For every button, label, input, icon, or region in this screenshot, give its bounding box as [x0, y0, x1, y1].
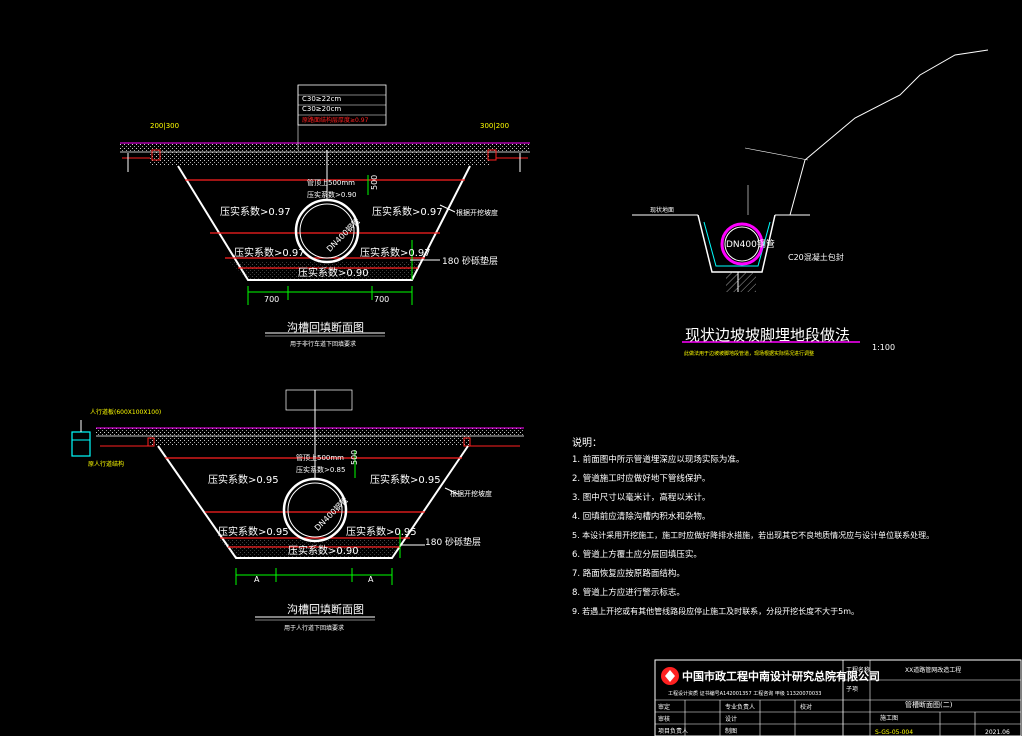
s1-pipe-note2: 压实系数>0.90 — [307, 190, 356, 199]
tb-row1-c: 校对 — [800, 703, 812, 711]
pipe-2 — [282, 477, 348, 543]
s2-comp-right-top: 压实系数>0.95 — [370, 473, 441, 486]
tb-row2-b: 设计 — [725, 715, 737, 723]
base-layer-1 — [150, 152, 490, 166]
s2-pipe-label: DN400钢管 — [312, 495, 350, 533]
drawing-date: 2021.06 — [985, 729, 1010, 736]
s1-comp-right-mid: 压实系数>0.97 — [360, 246, 431, 259]
slope-pipe-label: DN400钢管 — [726, 238, 775, 250]
s2-title: 沟槽回填断面图 — [287, 602, 364, 616]
tb-row1-b: 专业负责人 — [725, 703, 755, 711]
s1-comp-left-top: 压实系数>0.97 — [220, 205, 291, 218]
sub-label: 子项 — [846, 686, 858, 693]
notes-heading: 说明： — [572, 436, 602, 449]
s2-comp-left-top: 压实系数>0.95 — [208, 473, 279, 486]
project-label: 工程名称 — [846, 666, 870, 674]
slope-concrete-label: C20混凝土包封 — [788, 252, 844, 262]
title-block — [654, 659, 1022, 736]
tb-row1-a: 审定 — [658, 703, 670, 711]
s1-comp-right-top: 压实系数>0.97 — [372, 205, 443, 218]
stage: 施工图 — [880, 714, 898, 722]
s2-comp-bottom: 压实系数>0.90 — [288, 544, 359, 557]
pipe-3 — [720, 222, 764, 266]
note-item-1: 1. 前面图中所示管道埋深应以现场实际为准。 — [572, 454, 744, 465]
s1-dim-left: 700 — [264, 295, 279, 304]
drawing-name: 管槽断面图(二) — [905, 700, 953, 709]
s1-layer-red: 原路面结构层厚度≥0.97 — [302, 116, 369, 124]
slope-scale: 1:100 — [872, 343, 895, 352]
note-item-9: 9. 若遇上开挖或有其他管线路段应停止施工及时联系，分段开挖长度不大于5m。 — [572, 606, 859, 616]
s2-sand-label: 180 砂砾垫层 — [425, 536, 481, 548]
s1-layer2: C30≥20cm — [302, 105, 341, 113]
slope-ground-line — [804, 49, 989, 161]
slope-detail-drawing — [632, 49, 989, 343]
s2-pipe-note2: 压实系数>0.85 — [296, 465, 345, 474]
s1-comp-left-mid: 压实系数>0.97 — [234, 246, 305, 259]
s1-dim-top-left: 200|300 — [150, 122, 179, 130]
s2-subtitle: 用于人行道下回填要求 — [284, 624, 344, 632]
note-item-5: 5. 本设计采用开挖施工，施工时应做好降排水措施，若出现其它不良地质情况应与设计… — [572, 530, 934, 540]
s2-comp-left-mid: 压实系数>0.95 — [218, 525, 289, 538]
s2-pipe-note: 管顶上500mm — [296, 453, 344, 462]
tb-row3-a: 项目负责人 — [658, 727, 688, 735]
s2-comp-right-mid: 压实系数>0.95 — [346, 525, 417, 538]
section-2-drawing — [71, 389, 524, 621]
project-name: XX道路管网改造工程 — [905, 666, 961, 674]
s2-dim-h: 500 — [350, 450, 359, 465]
tb-row3-b: 制图 — [725, 727, 737, 735]
company-name: 中国市政工程中南设计研究总院有限公司 — [682, 669, 880, 683]
note-item-3: 3. 图中尺寸以毫米计，高程以米计。 — [572, 492, 710, 503]
drawing-no: S-GS-05-004 — [875, 729, 913, 736]
note-item-7: 7. 路面恢复应按原路面结构。 — [572, 568, 685, 579]
s1-title: 沟槽回填断面图 — [287, 320, 364, 334]
slope-title: 现状边坡坡脚埋地段做法 — [685, 326, 850, 344]
road-pavement-1 — [120, 143, 530, 152]
company-cert: 工程设计资质 证书编号A142001357 工程咨询 甲级 1132007003… — [668, 690, 821, 697]
s2-slope-label: 根据开挖坡度 — [450, 489, 492, 498]
note-item-6: 6. 管道上方覆土应分层回填压实。 — [572, 549, 702, 560]
s1-layer1: C30≥22cm — [302, 95, 341, 103]
road-pavement-2 — [96, 428, 524, 436]
slope-note: 此做法用于边坡坡脚地段管道，现场根据实际情况进行调整 — [684, 350, 814, 357]
s1-pipe-label: DN400钢管 — [324, 216, 362, 254]
s1-subtitle: 用于非行车道下回填要求 — [290, 340, 356, 348]
s1-sand-label: 180 砂砾垫层 — [442, 255, 498, 267]
s2-box-label: 原人行道结构 — [88, 460, 124, 468]
s1-slope-label: 根据开挖坡度 — [456, 208, 498, 217]
section-1-drawing — [120, 84, 530, 337]
s2-dim-right: A — [368, 575, 374, 584]
curb-box — [71, 431, 91, 457]
note-item-4: 4. 回填前应清除沟槽内积水和杂物。 — [572, 511, 710, 522]
s1-dim-right: 700 — [374, 295, 389, 304]
slope-ground-label: 现状地面 — [650, 206, 674, 214]
s1-comp-bottom: 压实系数>0.90 — [298, 266, 369, 279]
s2-dim-left: A — [254, 575, 260, 584]
note-item-2: 2. 管道施工时应做好地下管线保护。 — [572, 473, 710, 484]
note-item-8: 8. 管道上方应进行警示标志。 — [572, 587, 685, 598]
s1-dim-top-right: 300|200 — [480, 122, 509, 130]
tb-row2-a: 审核 — [658, 715, 670, 723]
s2-curb-label: 人行道板(600X100X100) — [90, 408, 161, 416]
s1-dim-h: 500 — [370, 175, 379, 190]
s1-pipe-note: 管顶上500mm — [307, 178, 355, 187]
